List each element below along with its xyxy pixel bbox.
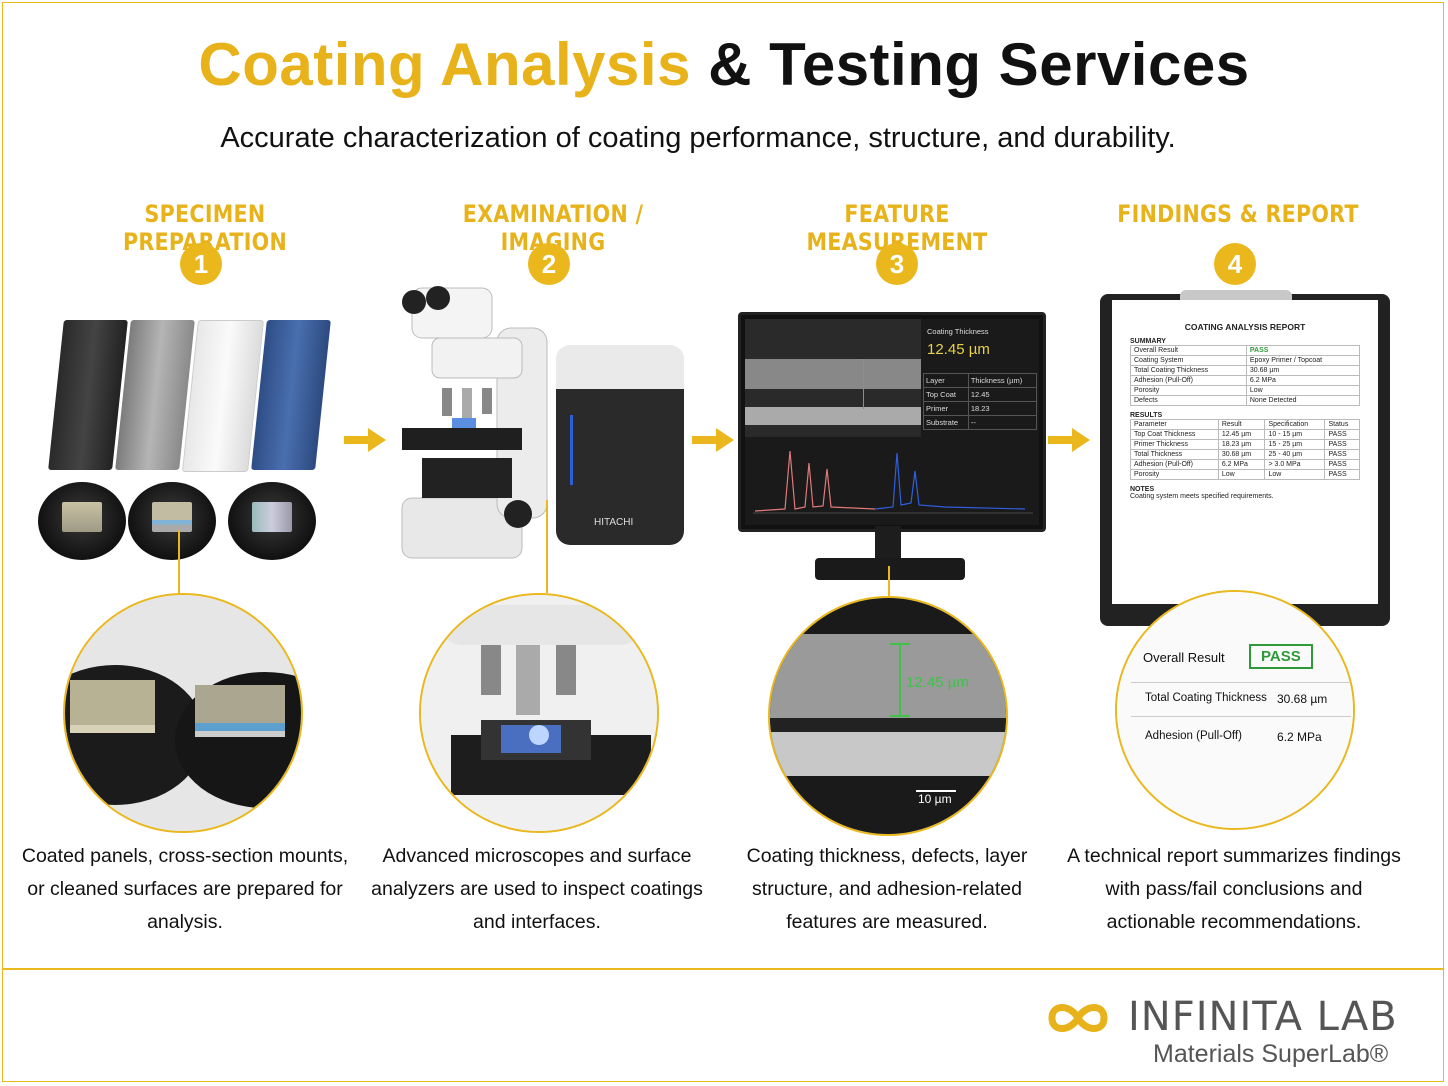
arrow-right-icon (1048, 428, 1090, 452)
report-cell: Adhesion (Pull-Off) (1130, 375, 1247, 386)
scale-bar-label: 10 µm (918, 792, 952, 806)
report-cell: 10 - 15 µm (1264, 429, 1326, 440)
step-2-description: Advanced microscopes and surface analyze… (371, 845, 703, 933)
report-cell: Epoxy Primer / Topcoat (1245, 355, 1361, 366)
brand-tagline: Materials SuperLab® (1153, 1040, 1389, 1068)
report-cell: None Detected (1245, 395, 1361, 406)
step-1-badge: 1 (180, 243, 222, 285)
arrow-right-icon (692, 428, 734, 452)
title-highlight: Coating Analysis (198, 31, 691, 98)
coating-thickness-label: Coating Thickness (927, 327, 989, 336)
report-cell: 25 - 40 µm (1264, 449, 1326, 460)
infinity-logo-icon (1048, 1004, 1108, 1032)
report-cell: Porosity (1130, 469, 1219, 480)
zoom-pass-badge: PASS (1249, 644, 1313, 669)
step-1-description: Coated panels, cross-section mounts, or … (21, 845, 349, 933)
report-cell: Overall Result (1130, 345, 1247, 356)
coating-thickness-value: 12.45 µm (927, 341, 990, 358)
arrow-right-icon (344, 428, 386, 452)
analyzer-brand: HITACHI (594, 517, 634, 528)
report-cell: Total Coating Thickness (1130, 365, 1247, 376)
monitor-neck (875, 526, 901, 560)
report-results-label: RESULTS (1130, 412, 1163, 419)
report-cell: 18.23 µm (1217, 439, 1266, 450)
report-cell: Adhesion (Pull-Off) (1130, 459, 1219, 470)
report-cell: Specification (1264, 419, 1326, 430)
report-summary-label: SUMMARY (1130, 338, 1166, 345)
microscope-illustration (401, 286, 548, 559)
zoom-thickness-label: 12.45 µm (906, 674, 969, 691)
report-cell: PASS (1245, 345, 1361, 356)
step-2-badge: 2 (528, 243, 570, 285)
brand-name: INFINITA LAB (1128, 994, 1398, 1040)
sem-image (745, 319, 921, 437)
zoom-adhesion-label: Adhesion (Pull-Off) (1145, 730, 1242, 742)
report-cell: Low (1217, 469, 1266, 480)
zoom-overall-label: Overall Result (1143, 650, 1225, 665)
report-cell: PASS (1324, 439, 1360, 450)
report-notes-label: NOTES (1130, 486, 1155, 493)
microscope-closeup (419, 593, 659, 833)
step-3-badge: 3 (876, 243, 918, 285)
leader-line (546, 500, 548, 593)
report-cell: 30.68 µm (1217, 449, 1266, 460)
leader-line (178, 530, 180, 594)
step-3-description: Coating thickness, defects, layer struct… (746, 845, 1028, 933)
report-cell: Low (1245, 385, 1361, 396)
measurement-closeup: 12.45 µm 10 µm (768, 596, 1008, 836)
report-cell: PASS (1324, 459, 1360, 470)
surface-analyzer-illustration: HITACHI (556, 345, 684, 545)
step-2-title: EXAMINATION / IMAGING (462, 200, 644, 256)
report-closeup: Overall Result PASS Total Coating Thickn… (1115, 590, 1355, 830)
report-cell: Coating System (1130, 355, 1247, 366)
zoom-thickness-label: Total Coating Thickness (1145, 692, 1267, 704)
report-cell: PASS (1324, 449, 1360, 460)
report-cell: Total Thickness (1130, 449, 1219, 460)
report-cell: PASS (1324, 429, 1360, 440)
report-cell: Top Coat Thickness (1130, 429, 1219, 440)
monitor-stand (815, 558, 965, 580)
report-cell: PASS (1324, 469, 1360, 480)
mounts-closeup (63, 593, 303, 833)
report-cell: > 3.0 MPa (1264, 459, 1326, 470)
step-4-badge: 4 (1214, 243, 1256, 285)
step-4-description: A technical report summarizes findings w… (1067, 845, 1401, 933)
report-notes: Coating system meets specified requireme… (1130, 493, 1274, 500)
page-title: Coating Analysis & Testing Services (0, 30, 1448, 99)
report-cell: Parameter (1130, 419, 1219, 430)
spectrum-plot (753, 450, 1033, 514)
title-rest: & Testing Services (708, 31, 1250, 98)
leader-line (888, 566, 890, 596)
report-cell: 6.2 MPa (1245, 375, 1361, 386)
report-cell: Low (1264, 469, 1326, 480)
page-subtitle: Accurate characterization of coating per… (220, 122, 1176, 154)
report-document: COATING ANALYSIS REPORT SUMMARY Overall … (1112, 300, 1378, 604)
report-cell: 30.68 µm (1245, 365, 1361, 376)
report-cell: Result (1217, 419, 1266, 430)
report-cell: Porosity (1130, 385, 1247, 396)
report-cell: Defects (1130, 395, 1247, 406)
step-4-title: FINDINGS & REPORT (1117, 200, 1359, 228)
footer-divider (2, 968, 1444, 970)
report-cell: 12.45 µm (1217, 429, 1266, 440)
report-cell: 6.2 MPa (1217, 459, 1266, 470)
report-cell: 15 - 25 µm (1264, 439, 1326, 450)
report-title: COATING ANALYSIS REPORT (1184, 322, 1306, 332)
report-cell: Primer Thickness (1130, 439, 1219, 450)
zoom-thickness-value: 30.68 µm (1277, 692, 1328, 706)
report-cell: Status (1324, 419, 1360, 430)
zoom-adhesion-value: 6.2 MPa (1277, 730, 1322, 744)
